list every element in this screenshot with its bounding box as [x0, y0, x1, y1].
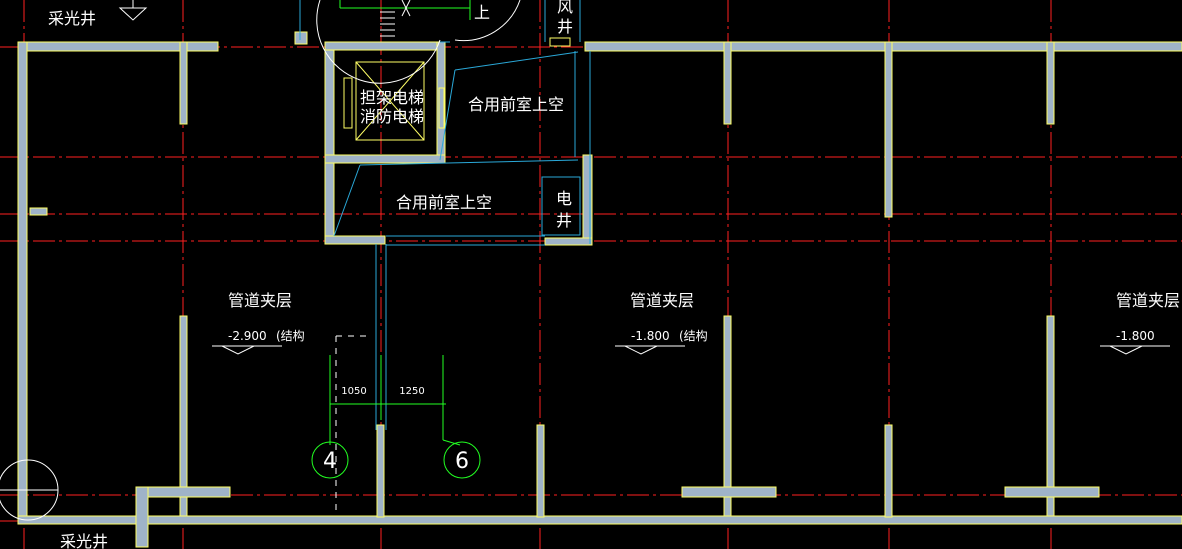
label-elevation-1: -2.900 — [228, 329, 267, 343]
wall-bottom-stub-4 — [723, 315, 732, 517]
dimension-text-1050: 1050 — [341, 386, 366, 397]
grid-bubble-left — [0, 459, 59, 521]
label-vent-shaft-1: 风 — [557, 0, 573, 16]
label-structure-note-2: (结构 — [679, 328, 708, 343]
core-wall-mid — [324, 154, 446, 164]
skylight-marker-top — [118, 0, 148, 21]
axis-bubble-6 — [443, 441, 481, 479]
label-pipe-interlayer-3: 管道夹层 — [1116, 291, 1180, 310]
stair — [316, 0, 571, 84]
dimension-lines — [329, 335, 461, 510]
wall-bottom-stub-5 — [884, 424, 893, 518]
wall-notch — [29, 207, 48, 216]
label-elevation-3: -1.800 — [1116, 329, 1155, 343]
wall-left — [17, 41, 28, 521]
label-elevation-2: -1.800 — [631, 329, 670, 343]
label-shared-anteroom-upper: 合用前室上空 — [468, 95, 564, 114]
label-skylight-bottom: 采光井 — [60, 532, 108, 549]
wall-stub-4 — [1046, 41, 1055, 125]
label-fire-elevator: 消防电梯 — [360, 107, 424, 126]
core-column — [294, 31, 308, 45]
axis-label-6: 6 — [455, 449, 469, 474]
core-wall-left — [324, 41, 335, 243]
wall-top-left — [17, 41, 219, 52]
label-electric-shaft-1: 电 — [556, 189, 572, 208]
label-structure-note-1: (结构 — [276, 328, 305, 343]
label-pipe-interlayer-2: 管道夹层 — [630, 291, 694, 310]
wall-bottom-stub-3 — [536, 424, 545, 518]
label-shared-anteroom-lower: 合用前室上空 — [396, 193, 492, 212]
wall-stub-2 — [723, 41, 732, 125]
cyan-lines — [299, 0, 591, 430]
dimension-text-1250: 1250 — [399, 386, 424, 397]
core-wall-right2 — [582, 154, 593, 246]
axis-label-4: 4 — [323, 449, 337, 474]
core-wall-bottom-left — [324, 235, 386, 245]
wall-bottom-stub-2 — [376, 424, 385, 518]
elevation-markers — [212, 345, 1170, 355]
wall-bottom — [17, 515, 1182, 525]
label-vent-shaft-2: 井 — [557, 17, 573, 36]
bay-1-top — [135, 486, 231, 498]
axis-bubble-4 — [311, 441, 349, 479]
label-stretcher-elevator: 担架电梯 — [360, 88, 424, 107]
bay-1-left — [135, 486, 149, 548]
wall-bottom-stub-6 — [1046, 315, 1055, 517]
core-wall-top — [324, 41, 446, 51]
bay-3-top — [1004, 486, 1100, 498]
elevator — [343, 61, 445, 141]
label-pipe-interlayer-1: 管道夹层 — [228, 291, 292, 310]
wall-bottom-stub-1 — [179, 315, 188, 517]
label-electric-shaft-2: 井 — [556, 211, 572, 230]
wall-stub-3 — [884, 41, 893, 218]
label-stair-up: 上 — [474, 3, 490, 22]
core-wall-bottom-right — [544, 237, 593, 246]
label-skylight-top: 采光井 — [48, 9, 96, 28]
wall-stub-1 — [179, 41, 188, 125]
wall-top-right — [584, 41, 1182, 52]
bay-2-top — [681, 486, 777, 498]
